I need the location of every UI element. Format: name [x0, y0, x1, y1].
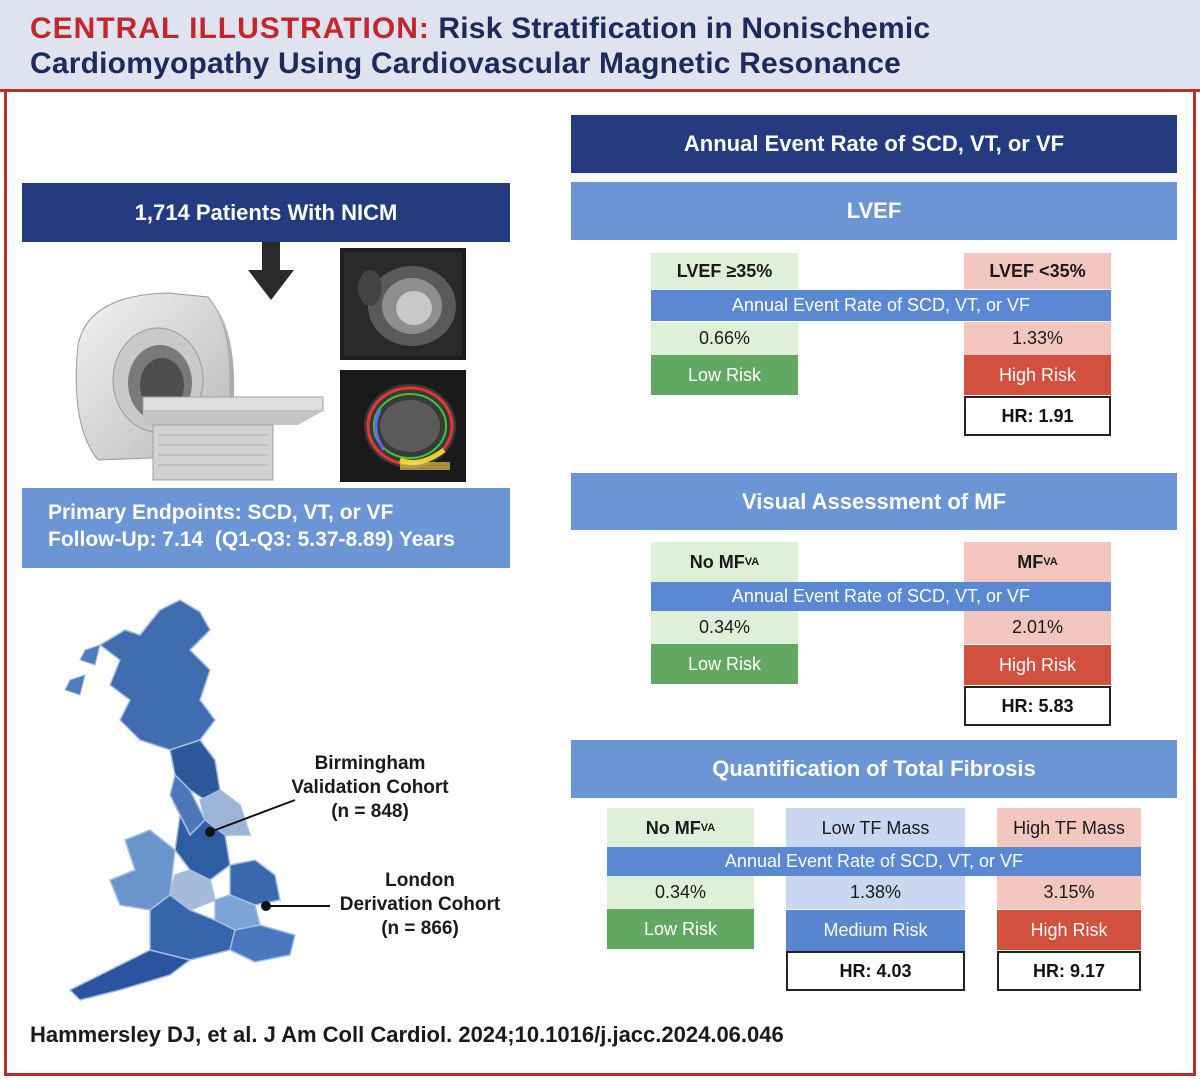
lvef-lt35-label: LVEF <35% — [964, 253, 1111, 289]
mfva-main: MF — [1017, 551, 1044, 572]
scotland-region — [98, 599, 216, 751]
low-tf-mass-label: Low TF Mass — [786, 808, 965, 848]
fib-medium-hr-box: HR: 4.03 — [786, 951, 965, 991]
lvef-ge35-rate: 0.66% — [651, 322, 798, 355]
cmr-image-cine — [340, 248, 466, 360]
header-title-line1: CENTRAL ILLUSTRATION: Risk Stratificatio… — [30, 12, 930, 46]
followup-text: Follow-Up: 7.14 (Q1-Q3: 5.37-8.89) Years — [48, 528, 455, 551]
map-leader-lines — [209, 799, 330, 907]
visual-low-risk: Low Risk — [651, 644, 798, 684]
birmingham-line3: (n = 848) — [331, 801, 409, 822]
header: CENTRAL ILLUSTRATION: Risk Stratificatio… — [0, 0, 1200, 92]
visual-hr-box: HR: 5.83 — [964, 686, 1111, 726]
header-title-line2: Cardiomyopathy Using Cardiovascular Magn… — [30, 47, 902, 80]
london-line3: (n = 866) — [381, 918, 459, 939]
high-tf-rate: 3.15% — [997, 876, 1141, 909]
patients-bar: 1,714 Patients With NICM — [22, 183, 510, 242]
fib-no-mfva-sub: VA — [700, 822, 716, 834]
low-tf-rate: 1.38% — [786, 876, 965, 909]
london-label: London Derivation Cohort (n = 866) — [320, 869, 520, 941]
birmingham-label: Birmingham Validation Cohort (n = 848) — [275, 752, 465, 824]
fib-low-risk: Low Risk — [607, 909, 754, 949]
fib-high-hr-box: HR: 9.17 — [997, 951, 1141, 991]
header-label: CENTRAL ILLUSTRATION: — [30, 12, 430, 45]
endpoints-box: Primary Endpoints: SCD, VT, or VF Follow… — [22, 488, 510, 568]
lvef-low-risk: Low Risk — [651, 355, 798, 395]
fibrosis-rate-strip: Annual Event Rate of SCD, VT, or VF — [607, 847, 1141, 876]
lvef-title: LVEF — [571, 182, 1177, 240]
lvef-rate-strip: Annual Event Rate of SCD, VT, or VF — [651, 290, 1111, 321]
annual-event-rate-title: Annual Event Rate of SCD, VT, or VF — [571, 115, 1177, 173]
fib-medium-risk: Medium Risk — [786, 910, 965, 951]
mfva-sub: VA — [1043, 556, 1058, 568]
down-arrow-icon — [248, 242, 294, 300]
visual-rate-strip: Annual Event Rate of SCD, VT, or VF — [651, 582, 1111, 611]
visual-mf-title: Visual Assessment of MF — [571, 473, 1177, 530]
no-mfva-sub: VA — [744, 556, 760, 568]
mri-scanner-image — [75, 292, 324, 481]
cmr-image-lge — [340, 370, 466, 482]
lvef-hr-box: HR: 1.91 — [964, 396, 1111, 436]
lvef-ge35-label: LVEF ≥35% — [651, 253, 798, 289]
fib-no-mfva-main: No MF — [645, 817, 701, 838]
fibrosis-title: Quantification of Total Fibrosis — [571, 740, 1177, 798]
london-line2: Derivation Cohort — [339, 894, 501, 915]
citation: Hammersley DJ, et al. J Am Coll Cardiol.… — [30, 1022, 784, 1047]
london-line1: London — [385, 870, 455, 891]
high-tf-mass-label: High TF Mass — [997, 808, 1141, 848]
mfva-rate: 2.01% — [964, 611, 1111, 644]
endpoints-text: Primary Endpoints: SCD, VT, or VF — [48, 501, 394, 524]
fib-high-risk: High Risk — [997, 910, 1141, 950]
content-frame — [4, 92, 1196, 1076]
lvef-lt35-rate: 1.33% — [964, 322, 1111, 355]
lvef-high-risk: High Risk — [964, 355, 1111, 395]
visual-high-risk: High Risk — [964, 645, 1111, 685]
uk-map-image — [64, 599, 296, 1001]
fib-no-mfva-rate: 0.34% — [607, 876, 754, 909]
no-mfva-rate: 0.34% — [651, 611, 798, 644]
no-mfva-main: No MF — [689, 551, 745, 572]
birmingham-line1: Birmingham — [314, 753, 426, 774]
birmingham-line2: Validation Cohort — [291, 777, 449, 798]
header-title-part1: Risk Stratification in Nonischemic — [438, 12, 931, 45]
